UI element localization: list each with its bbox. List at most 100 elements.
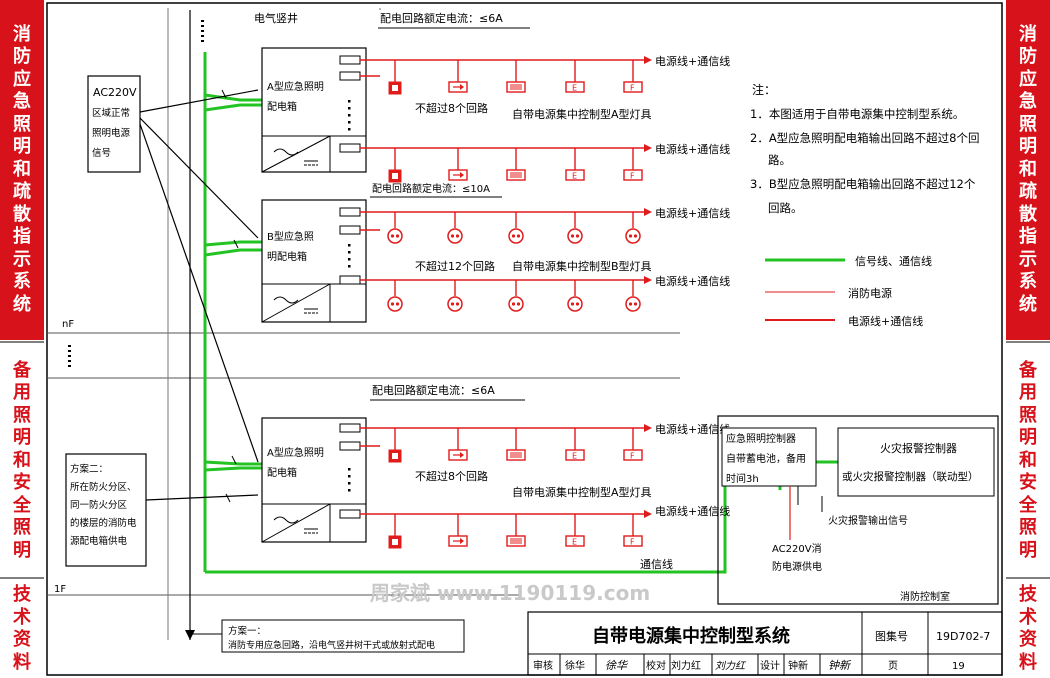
reviewer-signature: 徐华 [605,659,629,672]
signal-wires [139,89,259,501]
panel-b-label: B型应急照 [267,230,314,243]
legend-fire-power-label: 消防电源 [848,286,892,300]
emergency-lamp-icon [388,449,402,463]
evacuation-light-icon [508,296,524,312]
side-text: 消防应急照明和疏散指示系统 [13,23,31,315]
evacuation-light-icon [447,296,463,312]
note-line: 1．本图适用于自带电源集中控制型系统。 [750,107,964,121]
exit-sign-icon [448,81,468,93]
legend-power-comm-label: 电源线+通信线 [848,314,923,328]
evacuation-light-icon [447,228,463,244]
scheme2-box [65,453,147,567]
legend-signal-label: 信号线、通信线 [855,254,932,268]
title-block [527,611,1003,676]
rated-current-label: 配电回路额定电流：≤6A [380,11,503,25]
ac220-box [87,75,141,173]
evacuation-light-icon [387,296,403,312]
scheme1-text: 消防专用应急回路，沿电气竖井树干式或放射式配电 [228,639,435,651]
lamp-letter: E [572,452,577,461]
note-line: 路。 [768,153,791,167]
side-text: 备用照明和安全照明 [13,359,31,561]
watermark: 周家斌 www.1190119.com [370,581,650,605]
lamp-type-label: 自带电源集中控制型A型灯具 [512,485,652,499]
floor-sign-f-icon: F [623,449,643,461]
power-comm-label: 电源线+通信线 [655,206,730,220]
designer-signature: 钟新 [828,659,852,672]
panel-a2 [261,417,367,543]
scheme2-text: 的楼层的消防电 [70,517,137,529]
emergency-lamp-icon [388,81,402,95]
power-comm-label: 电源线+通信线 [655,54,730,68]
ac220-label: 区域正常 [92,107,130,119]
exit-sign-icon [448,535,468,547]
control-room-box [717,415,999,605]
note-line: 回路。 [768,201,803,215]
exit-sign-double-icon [506,81,526,93]
circuits-a1 [360,59,650,170]
arrows [644,56,652,518]
floor-sign-e-icon: E [565,535,585,547]
page-number: 19 [952,661,965,672]
lamp-letter: E [572,538,577,547]
emergency-controller-box [721,427,817,487]
floor-sign-e-icon: E [565,169,585,181]
note-line: 2．A型应急照明配电箱输出回路不超过8个回 [750,131,980,145]
lamp-letter: E [572,84,577,93]
floor-sign-f-icon: F [623,535,643,547]
floor-sign-f-icon: F [623,81,643,93]
atlas-label: 图集号 [875,629,908,643]
emergency-lamp-icon [388,169,402,183]
fire-power-feed-label: AC220V消 [772,542,822,555]
evacuation-light-icon [567,228,583,244]
fire-alarm-controller-box [837,427,995,497]
checker-signature: 刘力红 [715,660,747,672]
circuits-b [360,211,650,296]
controller-label: 时间3h [726,472,759,485]
signal-ticks [221,89,239,503]
rated-current-label: 配电回路额定电流：≤6A [372,383,495,397]
fire-alarm-label: 或火灾报警控制器（联动型） [842,470,979,483]
scheme1-text: 方案一： [228,625,266,637]
panel-a2-label: A型应急照明 [267,446,324,459]
left-side-label-mid: 备用照明和安全照明 [0,345,44,577]
fire-signal-label: 火灾报警输出信号 [828,514,908,527]
comm-line-label: 通信线 [640,557,673,571]
fire-power-feed-label: 防电源供电 [772,560,822,573]
scheme2-text: 所在防火分区、 [70,481,137,493]
review-label: 审核 [533,659,553,672]
evacuation-light-icon [625,228,641,244]
lamp-letter: E [572,172,577,181]
controller-label: 自带蓄电池，备用 [726,452,806,465]
circuit-limit-label: 不超过8个回路 [415,101,488,115]
note-line: 3．B型应急照明配电箱输出回路不超过12个 [750,177,976,191]
side-text: 备用照明和安全照明 [1019,359,1037,561]
evacuation-light-icon [508,228,524,244]
page-label: 页 [888,660,898,672]
evacuation-light-icon [567,296,583,312]
side-text: 技术资料 [13,584,31,673]
panel-a2-label: 配电箱 [267,466,297,479]
circuits-a2 [360,427,650,536]
panel-a1 [261,47,367,173]
notes-title: 注： [752,82,776,97]
ac220-label: 信号 [92,147,111,159]
floor-sign-e-icon: E [565,449,585,461]
emergency-lamp-icon [388,535,402,549]
fire-alarm-label: 火灾报警控制器 [880,441,957,455]
circuit-limit-label: 不超过8个回路 [415,469,488,483]
lamp-letter: F [630,538,635,547]
floor-sign-e-icon: E [565,81,585,93]
power-comm-label: 电源线+通信线 [655,142,730,156]
exit-sign-icon [448,449,468,461]
design-label: 设计 [760,659,780,672]
panel-a1-label: A型应急照明 [267,80,324,93]
frame [46,2,1003,676]
side-text: 技术资料 [1019,584,1037,673]
scheme1-box [221,619,465,653]
lamp-letter: F [630,172,635,181]
lamp-type-label: 自带电源集中控制型A型灯具 [512,107,652,121]
ac220-label: 照明电源 [92,127,131,139]
power-comm-label: 电源线+通信线 [655,504,730,518]
